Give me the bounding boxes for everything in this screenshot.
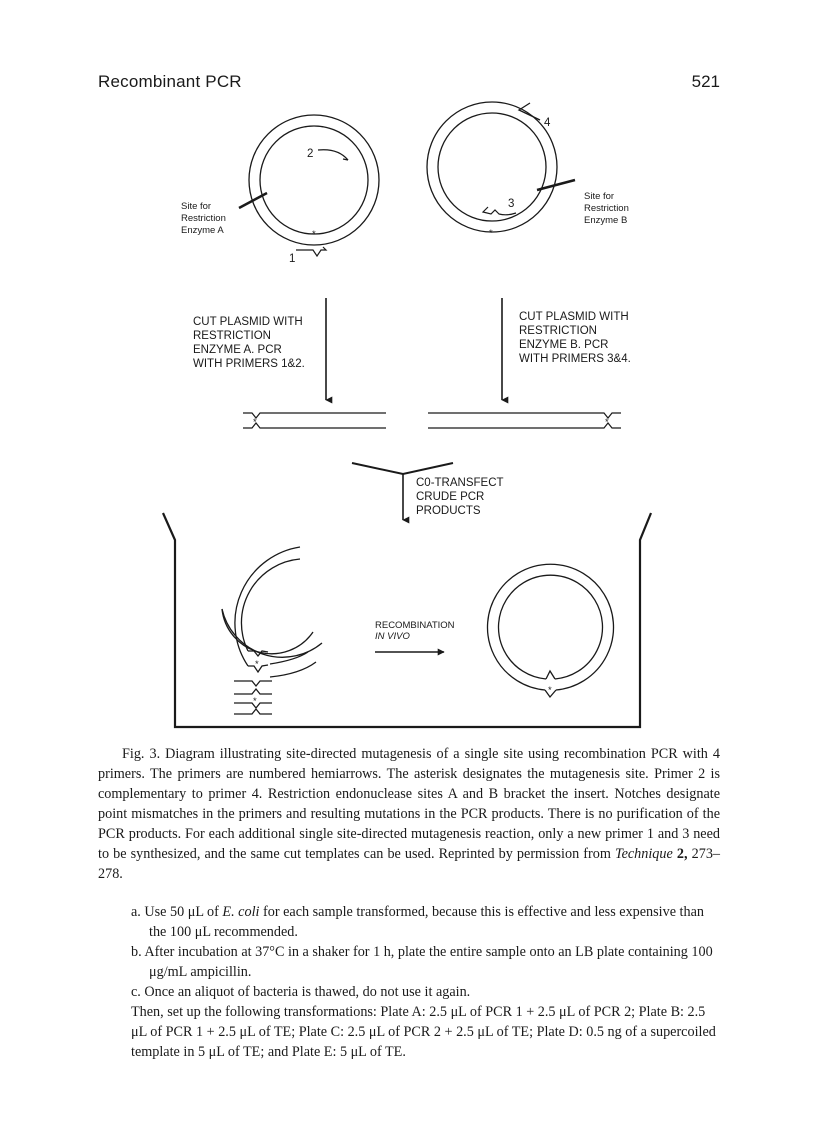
primer-2-hemiarrow [317,149,349,161]
plasmid-outer-strand [426,101,558,233]
svg-text:CRUDE PCR: CRUDE PCR [416,491,484,503]
running-title: Recombinant PCR [98,72,242,91]
primer-3-hemiarrow [481,206,517,216]
list-item: a. Use 50 μL of E. coli for each sample … [131,904,704,940]
plasmid-inner-strand [259,125,369,235]
primer-1-label: 1 [289,253,295,265]
svg-text:CUT PLASMID WITH: CUT PLASMID WITH [519,311,629,323]
svg-text:PRODUCTS: PRODUCTS [416,505,481,517]
procedure-notes: a. Use 50 μL of E. coli for each sample … [131,902,721,1062]
transformation-paragraph: Then, set up the following transformatio… [131,1004,716,1060]
mutation-asterisk: * [312,229,316,240]
list-item: c. Once an aliquot of bacteria is thawed… [131,984,471,1000]
left-plasmid: 2 1 * Site for Restriction Enzyme A [181,114,380,265]
site-a-label-line-2: Restriction [181,213,226,224]
journal-volume: 2, [676,846,688,862]
step-b-text: CUT PLASMID WITH RESTRICTION ENZYME B. P… [519,311,631,365]
svg-text:RECOMBINATION: RECOMBINATION [375,620,455,631]
svg-text:ENZYME B. PCR: ENZYME B. PCR [519,339,608,351]
svg-text:WITH PRIMERS 1&2.: WITH PRIMERS 1&2. [193,358,305,370]
site-b-label-line-3: Enzyme B [584,215,627,226]
pcr-product-2: * [428,412,621,429]
svg-text:RESTRICTION: RESTRICTION [519,325,597,337]
svg-text:C0-TRANSFECT: C0-TRANSFECT [416,477,504,489]
plasmid-inner-strand [437,112,547,222]
svg-text:IN VIVO: IN VIVO [375,631,410,642]
mutation-asterisk: * [489,228,493,239]
site-b-label-line-1: Site for [584,191,614,202]
site-a-label-line-1: Site for [181,201,211,212]
recombined-plasmid: * [486,563,615,699]
caption-text: Diagram illustrating site-directed mutag… [98,746,720,862]
primer-4-hemiarrow [517,102,541,121]
svg-text:CUT PLASMID WITH: CUT PLASMID WITH [193,316,303,328]
site-b-label-line-2: Restriction [584,203,629,214]
primer-1-hemiarrow [296,246,328,258]
recombining-pcr-products: * * [221,546,323,715]
list-item: b. After incubation at 37°C in a shaker … [131,944,713,980]
svg-text:RESTRICTION: RESTRICTION [193,330,271,342]
mutagenesis-diagram: 2 1 * Site for Restriction Enzyme A 4 3 … [161,101,653,729]
page-number: 521 [691,72,720,91]
svg-text:WITH PRIMERS 3&4.: WITH PRIMERS 3&4. [519,353,631,365]
figure-caption: Fig. 3. Diagram illustrating site-direct… [98,744,720,884]
bacterial-cell-outline [161,512,653,729]
pcr-product-1: * [243,412,386,429]
svg-text:*: * [548,685,552,696]
journal-pages: 273–278. [98,846,721,882]
organism-name: E. coli [222,904,260,920]
figure-label: Fig. 3. [122,746,161,762]
svg-text:*: * [253,696,257,707]
primer-2-hook [342,158,349,161]
recombination-label: RECOMBINATION IN VIVO [375,620,455,642]
cotransfect-text: C0-TRANSFECT CRUDE PCR PRODUCTS [416,477,504,517]
right-plasmid: 4 3 * Site for Restriction Enzyme B [426,101,629,239]
svg-text:*: * [253,417,257,428]
primer-2-label: 2 [307,148,313,160]
svg-text:*: * [255,659,259,670]
plasmid-outer-strand [248,114,380,246]
journal-name: Technique [614,846,673,862]
restriction-site-b-marker [536,178,576,192]
site-a-label-line-3: Enzyme A [181,225,224,236]
merge-lines [351,462,454,476]
svg-text:*: * [605,417,609,428]
restriction-site-a-marker [238,191,268,210]
step-a-text: CUT PLASMID WITH RESTRICTION ENZYME A. P… [193,316,305,370]
svg-text:ENZYME A. PCR: ENZYME A. PCR [193,344,282,356]
primer-3-label: 3 [508,198,514,210]
primer-4-label: 4 [544,117,551,129]
